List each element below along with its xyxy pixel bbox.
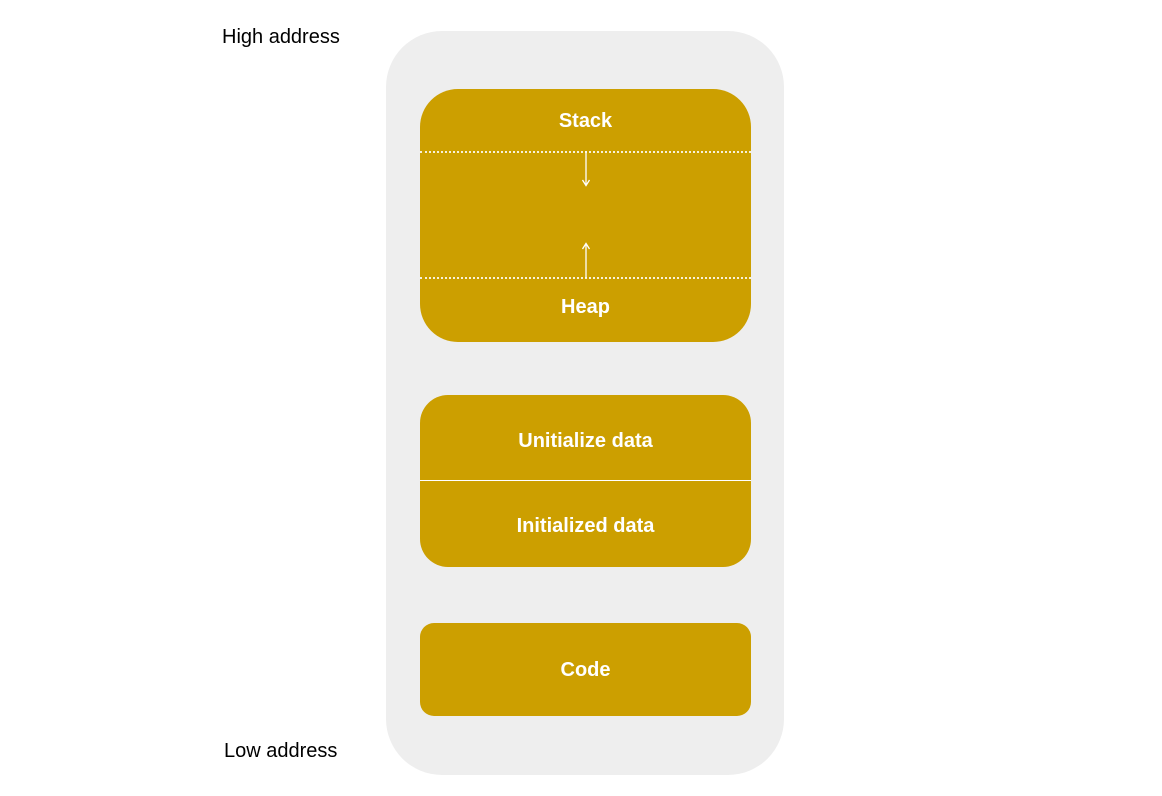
heap-label: Heap	[561, 296, 610, 318]
data-divider	[420, 480, 751, 481]
data-segment: Unitialize data Initialized data	[420, 395, 751, 567]
down-arrow-icon	[581, 151, 591, 187]
code-label: Code	[560, 659, 611, 681]
heap-boundary-line	[420, 277, 751, 279]
code-segment: Code	[420, 623, 751, 716]
high-address-label: High address	[222, 26, 340, 48]
stack-label: Stack	[558, 110, 613, 132]
low-address-label: Low address	[224, 740, 338, 762]
up-arrow-icon	[581, 242, 591, 278]
initialized-data-label: Initialized data	[516, 515, 655, 537]
uninitialized-data-label: Unitialize data	[518, 430, 653, 452]
stack-heap-segment: Stack Heap	[420, 89, 751, 342]
